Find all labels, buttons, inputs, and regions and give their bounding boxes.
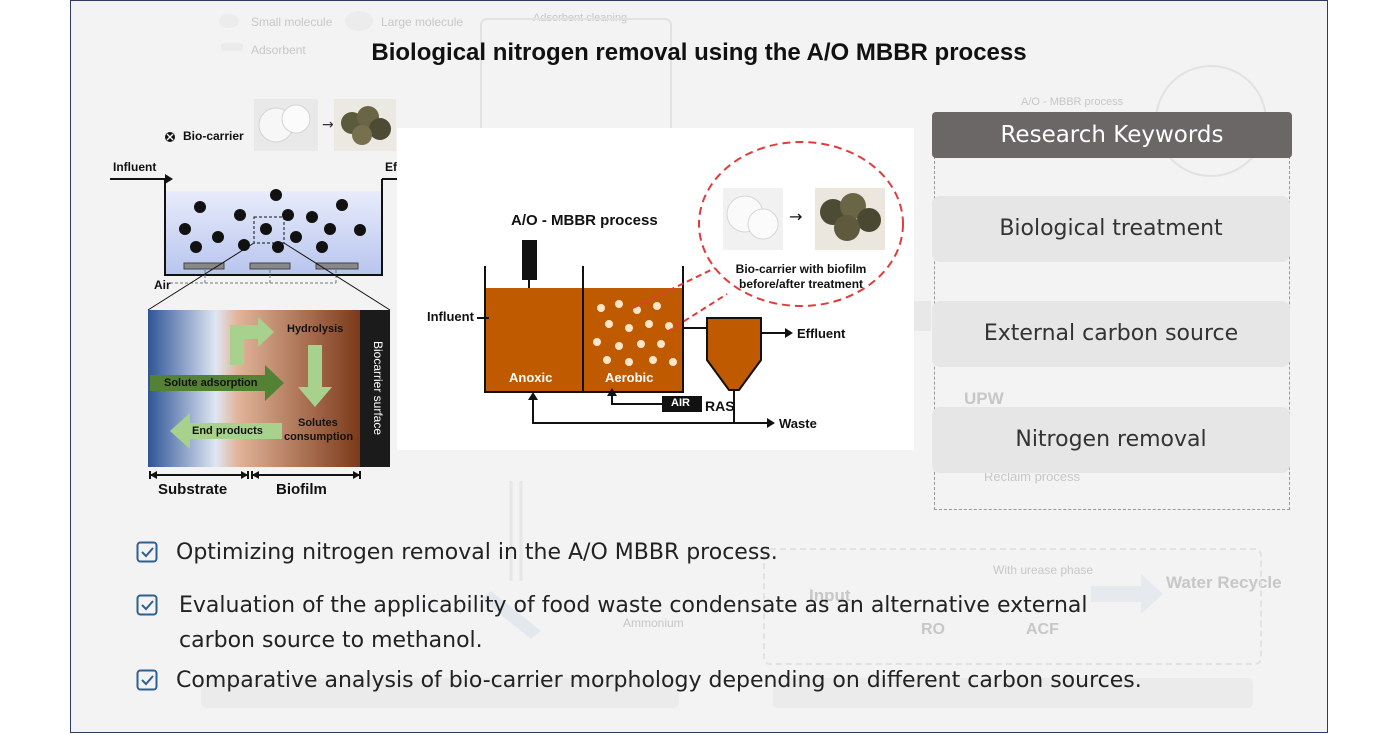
- bg-text: A/O - MBBR process: [1021, 96, 1124, 108]
- keywords-header: Research Keywords: [932, 112, 1292, 158]
- svg-text:→: →: [789, 207, 802, 226]
- bg-text: Input: [809, 586, 851, 605]
- biocarrier-surface-label: Biocarrier surface: [371, 340, 385, 436]
- bio-carrier-label: Bio-carrier: [183, 129, 244, 143]
- bio-carrier-particles: [179, 189, 366, 253]
- substrate-label: Substrate: [158, 481, 228, 498]
- bullet-text: Optimizing nitrogen removal in the A/O M…: [176, 540, 778, 565]
- keyword-item: External carbon source: [932, 301, 1290, 367]
- bg-text: UPW: [964, 389, 1004, 408]
- page-title: Biological nitrogen removal using the A/…: [371, 39, 1027, 66]
- hydrolysis-label: Hydrolysis: [287, 323, 344, 335]
- bg-text: Ammonium: [623, 616, 684, 630]
- biofilm-label: Biofilm: [276, 481, 327, 498]
- carrier-caption-1: Bio-carrier with biofilm: [735, 262, 867, 276]
- bg-shapes: [201, 11, 1267, 708]
- end-products-label: End products: [192, 425, 263, 437]
- solutes-label: Solutes: [298, 417, 338, 429]
- svg-text:→: →: [322, 117, 334, 133]
- bg-text: ACF: [1026, 621, 1059, 638]
- effluent-label: Effluent: [797, 326, 846, 341]
- bg-text: With urease phase: [993, 563, 1094, 577]
- influent-label: Influent: [427, 309, 474, 324]
- air-label: AIR: [671, 397, 690, 409]
- bg-text: Small molecule: [251, 15, 333, 29]
- influent-label: Influent: [113, 160, 157, 174]
- bg-text: RO: [921, 621, 945, 638]
- solute-adsorption-label: Solute adsorption: [164, 377, 258, 389]
- keyword-item: Nitrogen removal: [932, 407, 1290, 473]
- consumption-label: consumption: [284, 431, 354, 443]
- air-label: Air: [154, 278, 171, 292]
- ras-label: RAS: [705, 398, 735, 414]
- mbbr-schematic: →: [110, 95, 430, 510]
- checkbox-icon: [136, 669, 158, 691]
- anoxic-label: Anoxic: [509, 370, 553, 385]
- bg-text: Water Recycle: [1166, 573, 1282, 592]
- bullet-text: Comparative analysis of bio-carrier morp…: [176, 668, 1142, 693]
- keyword-item: Biological treatment: [932, 196, 1290, 262]
- bg-text: Large molecule: [381, 15, 464, 29]
- waste-label: Waste: [779, 416, 817, 431]
- bullet-text: Evaluation of the applicability of food …: [179, 593, 1088, 618]
- checkbox-icon: [136, 541, 158, 563]
- bg-text: Adsorbent: [251, 43, 306, 57]
- carrier-caption-2: before/after treatment: [738, 277, 864, 291]
- bullet-text-continued: carbon source to methanol.: [179, 628, 483, 653]
- process-diagram-svg: →: [477, 141, 904, 428]
- checkbox-icon: [136, 594, 158, 616]
- aerobic-carriers: [593, 300, 677, 366]
- mbbr-schematic-svg: →: [110, 99, 400, 479]
- ao-mbbr-process-diagram: → A/O - MBBR process Bio-carrier with bi…: [397, 128, 914, 450]
- aerobic-label: Aerobic: [605, 370, 654, 385]
- research-keywords-panel: Research Keywords Biological treatment E…: [932, 112, 1292, 512]
- process-title: A/O - MBBR process: [511, 212, 658, 229]
